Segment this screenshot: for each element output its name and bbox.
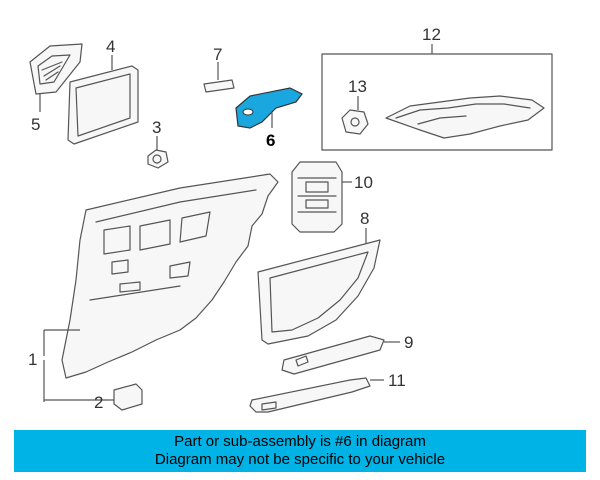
callout-8: 8	[360, 209, 369, 228]
part-2-clip	[110, 383, 143, 411]
callout-13: 13	[348, 77, 367, 96]
callout-11: 11	[388, 371, 406, 390]
part-3-clip	[147, 136, 169, 169]
part-4-panel	[67, 55, 139, 145]
callout-10: 10	[354, 173, 373, 192]
callout-9: 9	[404, 333, 413, 352]
callout-1: 1	[28, 350, 37, 369]
part-7-bracket	[203, 62, 235, 93]
part-10-latch	[291, 161, 352, 233]
parts-diagram: 5 4 3 7 6 12 13	[28, 25, 553, 413]
part-5-vent	[29, 43, 83, 112]
banner-line-2: Diagram may not be specific to your vehi…	[154, 451, 446, 468]
part-9-handle	[281, 335, 400, 375]
part-12-box	[321, 44, 553, 151]
callout-7: 7	[213, 45, 222, 64]
info-banner: Part or sub-assembly is #6 in diagram Di…	[14, 430, 586, 472]
part-11-strip	[249, 377, 384, 413]
part-6-trim-highlighted[interactable]	[235, 87, 303, 129]
part-1-side-panel	[43, 173, 279, 402]
callout-5: 5	[31, 115, 40, 134]
callout-3: 3	[152, 118, 161, 137]
callout-6: 6	[266, 131, 275, 150]
callout-2: 2	[94, 393, 103, 412]
part-8-frame	[257, 228, 381, 345]
banner-line-1: Part or sub-assembly is #6 in diagram	[174, 433, 426, 450]
callout-12: 12	[422, 25, 441, 44]
callout-4: 4	[106, 37, 115, 56]
